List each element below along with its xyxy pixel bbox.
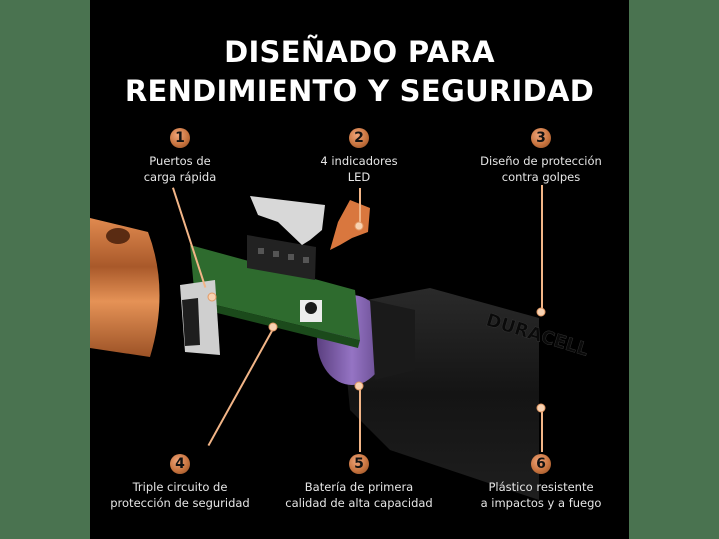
leader-line-6 [541,408,543,452]
callout-impact-fire-resistant: 6 Plástico resistente a impactos y a fue… [451,454,629,511]
callout-text-line2: carga rápida [143,170,217,184]
number-badge: 5 [349,454,369,474]
anchor-dot-6 [536,403,546,413]
callout-text-line2: LED [347,170,371,184]
anchor-dot-4 [268,322,278,332]
page-title-line1: DISEÑADO PARA [224,35,495,69]
page-title-line2: RENDIMIENTO Y SEGURIDAD [124,74,595,108]
callout-text-line2: contra golpes [501,170,581,184]
product-exploded-view: DURACELL [90,196,591,500]
anchor-dot-2 [354,221,364,231]
anchor-dot-3 [536,307,546,317]
number-badge: 1 [170,128,190,148]
light-pipe [250,196,325,245]
number-badge: 2 [349,128,369,148]
leader-line-2 [359,188,361,226]
anchor-dot-1 [207,292,217,302]
callout-led-indicators: 2 4 indicadores LED [269,128,449,185]
callout-fast-charge-ports: 1 Puertos de carga rápida [90,128,270,185]
button-flex [330,200,370,250]
infographic-panel: DURACELL DISEÑADO PARA RENDIMIENTO Y SEG… [90,0,629,539]
callout-text-line1: Plástico resistente [488,480,594,494]
leader-line-5 [359,386,361,452]
callout-text-line1: 4 indicadores [320,154,398,168]
anchor-dot-5 [354,381,364,391]
leader-line-3 [541,185,543,311]
number-badge: 4 [170,454,190,474]
callout-text-line2: protección de seguridad [110,496,250,510]
callout-battery-quality: 5 Batería de primera calidad de alta cap… [269,454,449,511]
callout-text-line1: Batería de primera [304,480,414,494]
callout-text-line1: Diseño de protección [480,154,602,168]
number-badge: 6 [531,454,551,474]
callout-text-line2: a impactos y a fuego [480,496,602,510]
callout-triple-circuit: 4 Triple circuito de protección de segur… [90,454,270,511]
callout-shock-protection: 3 Diseño de protección contra golpes [451,128,629,185]
number-badge: 3 [531,128,551,148]
callout-text-line2: calidad de alta capacidad [285,496,433,510]
callout-text-line1: Puertos de [149,154,211,168]
callout-text-line1: Triple circuito de [132,480,228,494]
led-holder [247,235,316,280]
copper-end-cap [90,218,160,357]
